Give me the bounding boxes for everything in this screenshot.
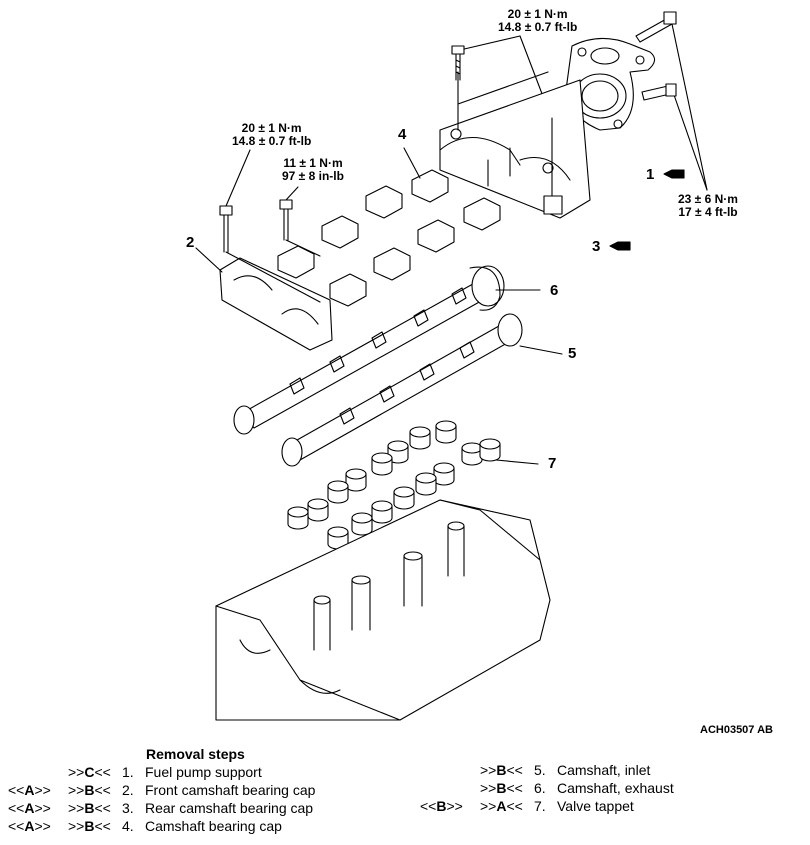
valve-tappet	[393, 486, 415, 510]
installation-code: <<A>>	[8, 800, 51, 816]
camshaft-bearing-caps	[277, 169, 501, 307]
callout-4: 4	[398, 126, 407, 143]
torque-inlb: 97 ± 8 in-lb	[282, 169, 344, 183]
step-number: 7.	[534, 798, 546, 814]
step-name: Fuel pump support	[145, 764, 262, 780]
step-number: 3.	[122, 800, 134, 816]
rear-camshaft-bearing-cap	[439, 71, 591, 219]
cylinder-head	[215, 499, 551, 721]
removal-code: >>B<<	[68, 782, 111, 798]
callout-1: 1	[646, 166, 655, 183]
valve-tappet	[371, 500, 393, 524]
removal-code: >>B<<	[480, 762, 523, 778]
front-camshaft-bearing-cap	[219, 199, 333, 351]
torque-nm: 11 ± 1 N·m	[283, 156, 343, 170]
step-number: 2.	[122, 782, 134, 798]
callout-arrows	[609, 169, 685, 251]
valve-tappet	[327, 480, 349, 504]
bolt-top-right	[635, 11, 677, 101]
step-number: 6.	[534, 780, 546, 796]
step-name: Front camshaft bearing cap	[145, 782, 316, 798]
valve-tappet	[479, 438, 501, 462]
removal-code: >>B<<	[68, 818, 111, 834]
valve-tappet	[461, 442, 483, 466]
figure-id: ACH03507 AB	[700, 724, 773, 736]
callout-2: 2	[186, 234, 195, 251]
removal-code: >>C<<	[68, 764, 111, 780]
valve-tappet	[415, 472, 437, 496]
torque-nm: 23 ± 6 N·m	[678, 192, 738, 206]
torque-nm: 20 ± 1 N·m	[507, 7, 568, 21]
removal-code: >>A<<	[480, 798, 523, 814]
valve-tappet	[371, 452, 393, 476]
callout-3: 3	[592, 238, 601, 255]
step-number: 4.	[122, 818, 134, 834]
removal-code: >>B<<	[480, 780, 523, 796]
torque-ftlb: 14.8 ± 0.7 ft-lb	[232, 134, 312, 148]
torque-spec-top: 20 ± 1 N·m 14.8 ± 0.7 ft-lb	[498, 8, 577, 34]
torque-nm: 20 ± 1 N·m	[241, 121, 302, 135]
valve-tappet	[327, 526, 349, 550]
valve-tappet	[435, 420, 457, 444]
valve-tappet	[345, 468, 367, 492]
valve-tappet	[287, 506, 309, 530]
callout-leaders	[195, 147, 563, 465]
step-number: 5.	[534, 762, 546, 778]
torque-leader-lines	[225, 23, 708, 207]
valve-tappet	[387, 440, 409, 464]
callout-6: 6	[550, 282, 559, 299]
valve-tappet	[351, 512, 373, 536]
torque-spec-left-upper: 20 ± 1 N·m 14.8 ± 0.7 ft-lb	[232, 122, 311, 148]
removal-steps-title: Removal steps	[146, 746, 245, 762]
installation-code: <<A>>	[8, 818, 51, 834]
fuel-pump-support	[565, 37, 656, 131]
callout-5: 5	[568, 345, 577, 362]
step-name: Valve tappet	[557, 798, 634, 814]
torque-spec-right: 23 ± 6 N·m 17 ± 4 ft-lb	[678, 193, 738, 219]
step-name: Camshaft, inlet	[557, 762, 651, 778]
exploded-view-diagram	[195, 11, 708, 721]
valve-tappets	[287, 420, 501, 550]
installation-code: <<A>>	[8, 782, 51, 798]
valve-tappet	[433, 462, 455, 486]
torque-ftlb: 17 ± 4 ft-lb	[678, 205, 738, 219]
removal-code: >>B<<	[68, 800, 111, 816]
step-name: Camshaft, exhaust	[557, 780, 674, 796]
bolt-top-left	[451, 45, 465, 81]
valve-tappet	[307, 498, 329, 522]
torque-ftlb: 14.8 ± 0.7 ft-lb	[498, 20, 578, 34]
camshaft-inlet	[281, 313, 523, 467]
callout-7: 7	[548, 455, 557, 472]
torque-spec-left-lower: 11 ± 1 N·m 97 ± 8 in-lb	[282, 157, 344, 183]
step-name: Rear camshaft bearing cap	[145, 800, 314, 816]
camshaft-exhaust	[233, 265, 505, 435]
installation-code: <<B>>	[420, 798, 463, 814]
step-number: 1.	[122, 764, 134, 780]
valve-tappet	[409, 426, 431, 450]
step-name: Camshaft bearing cap	[145, 818, 282, 834]
